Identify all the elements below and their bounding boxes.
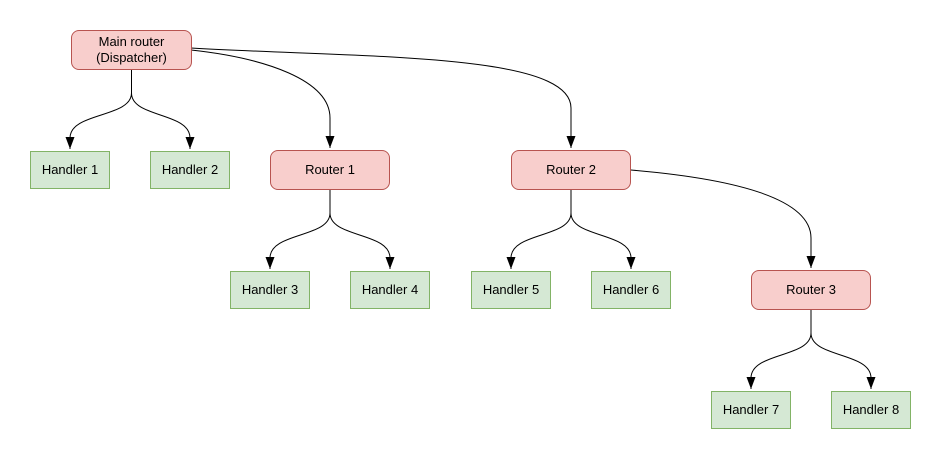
node-label: Handler 4 [361,282,419,297]
node-label: Handler 7 [722,402,780,417]
edge-main-router-to-handler-2 [131,70,195,149]
node-router-2: Router 2 [511,150,631,190]
edge-main-router-to-router-2 [190,47,576,148]
node-sublabel: (Dispatcher) [96,50,167,65]
edge-router-2-to-handler-5 [506,190,572,269]
node-handler-1: Handler 1 [30,151,110,189]
node-label: Handler 5 [482,282,540,297]
node-main-router: Main router (Dispatcher) [71,30,192,70]
node-label: Handler 6 [602,282,660,297]
node-label: Main router [98,34,165,49]
node-label: Router 3 [786,282,836,297]
node-label: Router 2 [546,162,596,177]
node-handler-6: Handler 6 [591,271,671,309]
node-handler-3: Handler 3 [230,271,310,309]
edge-router-2-to-router-3 [630,169,816,268]
edge-router-3-to-handler-7 [746,310,812,389]
node-label: Router 1 [305,162,355,177]
node-label: Handler 2 [161,162,219,177]
edge-router-2-to-handler-6 [570,190,636,269]
node-router-1: Router 1 [270,150,390,190]
node-label: Handler 8 [842,402,900,417]
edge-main-router-to-router-1 [190,49,335,148]
node-handler-5: Handler 5 [471,271,551,309]
edge-router-1-to-handler-4 [329,190,395,269]
node-label: Handler 3 [241,282,299,297]
node-handler-2: Handler 2 [150,151,230,189]
node-label: Handler 1 [41,162,99,177]
edge-router-1-to-handler-3 [265,190,331,269]
node-handler-7: Handler 7 [711,391,791,429]
node-handler-8: Handler 8 [831,391,911,429]
node-handler-4: Handler 4 [350,271,430,309]
node-router-3: Router 3 [751,270,871,310]
edge-main-router-to-handler-1 [65,70,132,149]
edge-router-3-to-handler-8 [810,310,876,389]
